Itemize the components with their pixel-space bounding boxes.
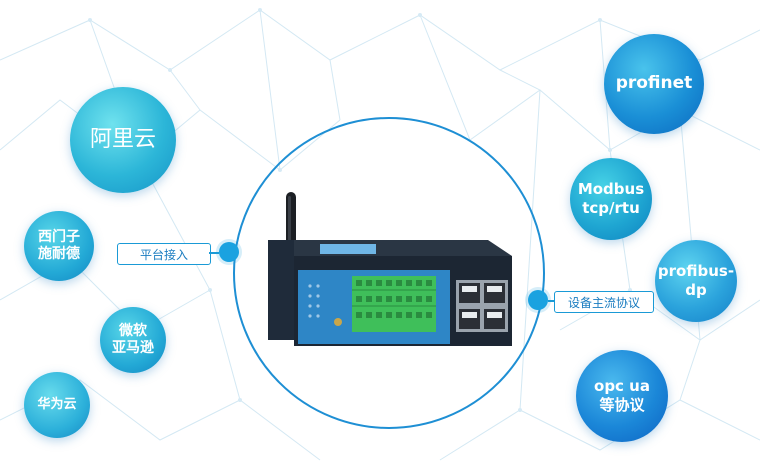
- status-led-icon: [308, 284, 320, 318]
- bubble-aliyun: 阿里云: [70, 87, 176, 193]
- ring-node-left: [219, 242, 239, 262]
- bubble-opc-ua: opc ua 等协议: [576, 350, 668, 442]
- bubble-profinet: profinet: [604, 34, 704, 134]
- connector-right: [548, 300, 554, 302]
- gateway-device: [268, 192, 512, 346]
- bubble-modbus: Modbus tcp/rtu: [570, 158, 652, 240]
- connector-left: [209, 252, 219, 254]
- protocols-label: 设备主流协议: [554, 291, 654, 313]
- ring-node-right: [528, 290, 548, 310]
- ethernet-port-icon: [456, 280, 508, 332]
- platform-access-label: 平台接入: [117, 243, 211, 265]
- orbit-ring: [233, 117, 545, 429]
- bubble-siemens-schneider: 西门子 施耐德: [24, 211, 94, 281]
- bubble-huawei-cloud: 华为云: [24, 372, 90, 438]
- bubble-microsoft-amazon: 微软 亚马逊: [100, 307, 166, 373]
- terminal-block-icon: [352, 276, 436, 332]
- bubble-profibus: profibus- dp: [655, 240, 737, 322]
